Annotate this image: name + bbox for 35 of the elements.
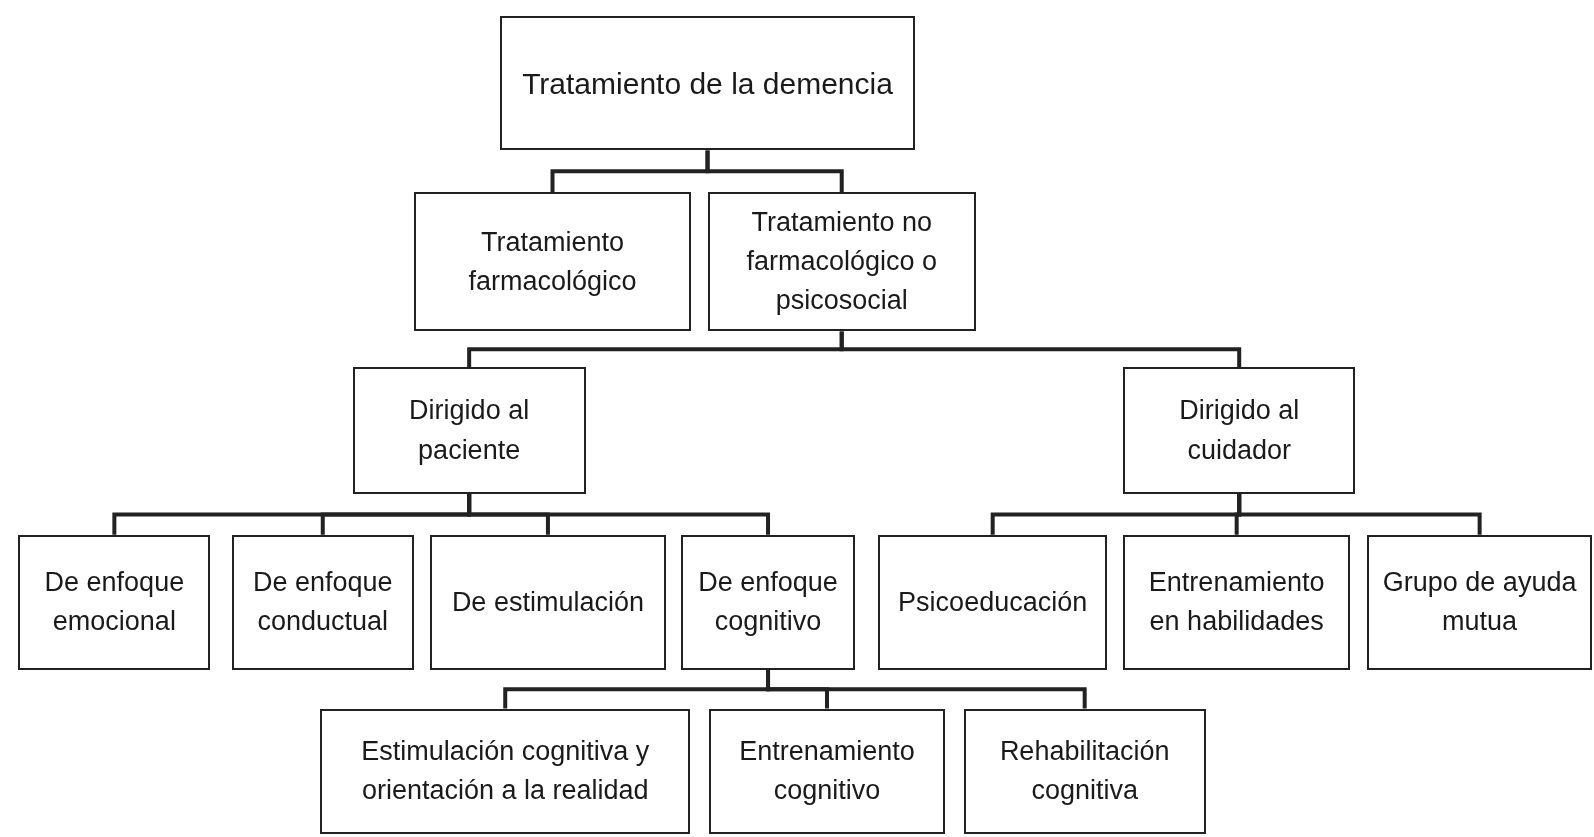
box-label: Rehabilitación cognitiva — [998, 734, 1171, 808]
category-box — [320, 708, 691, 834]
category-box — [18, 534, 211, 670]
box-label: Dirigido al cuidador — [1178, 394, 1301, 467]
box-label: De enfoque cognitivo — [697, 566, 839, 639]
connector-line — [766, 669, 1087, 709]
box-label: Tratamiento de la demencia — [522, 65, 893, 102]
category-box — [878, 534, 1108, 670]
category-box — [707, 192, 976, 332]
category-box — [963, 708, 1206, 834]
connector-line — [467, 494, 771, 535]
box-label: Entrenamiento cognitivo — [738, 734, 916, 808]
box-label: Entrenamiento en habilidades — [1147, 566, 1326, 639]
box-label: Psicoeducación — [898, 585, 1088, 619]
box-label: De enfoque emocional — [43, 566, 186, 639]
category-box — [1123, 367, 1356, 495]
category-box — [430, 534, 666, 670]
category-box — [500, 16, 915, 151]
box-label: Estimulación cognitiva y orientación a la realidad — [360, 734, 651, 808]
connector-line — [1237, 494, 1482, 535]
box-label: Grupo de ayuda mutua — [1381, 566, 1578, 639]
category-box — [1123, 534, 1350, 670]
category-box — [352, 367, 586, 495]
box-label: De enfoque conductual — [251, 566, 394, 639]
category-box — [413, 192, 692, 332]
category-box — [708, 708, 946, 834]
box-label: Dirigido al paciente — [408, 394, 531, 467]
connector-line — [705, 150, 844, 193]
connector-line — [839, 331, 1242, 367]
box-label: Tratamiento no farmacológico o psicosocial — [745, 206, 938, 318]
category-box — [681, 534, 855, 670]
category-box — [231, 534, 414, 670]
box-label: Tratamiento farmacológico — [467, 225, 638, 298]
category-box — [1367, 534, 1592, 670]
box-label: De estimulación — [451, 585, 644, 619]
